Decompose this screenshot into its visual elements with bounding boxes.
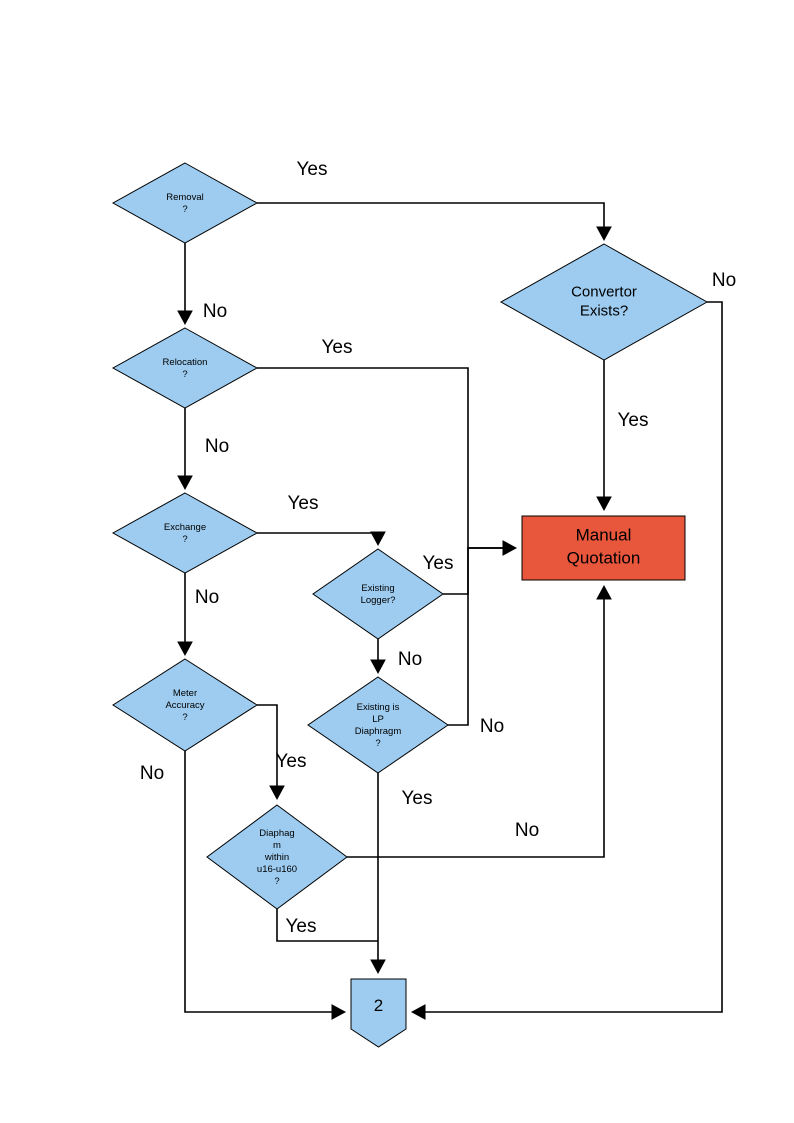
edge-relocation-yes [257, 367, 514, 549]
edge-label-diaphagm-no: No [515, 820, 539, 841]
arrowheads-layer [177, 226, 612, 1020]
process-shape-manual-quote [521, 515, 686, 581]
ah-relocation-mq [502, 540, 518, 556]
edge-label-accuracy-no: No [140, 763, 164, 784]
edge-label-lp-yes: Yes [402, 788, 433, 809]
ah-diaphagm-mq [596, 584, 612, 600]
edge-label-relocation-yes: Yes [322, 337, 353, 358]
ah-removal-yes [596, 226, 612, 242]
ah-convertor-c2 [410, 1004, 426, 1020]
decision-shape-existing-logger [312, 548, 444, 640]
node-label-exchange: Exchange? [164, 522, 206, 545]
edge-label-removal-no: No [203, 301, 227, 322]
node-relocation[interactable]: Relocation? [111, 327, 259, 409]
decision-shape-convertor [499, 243, 709, 361]
edge-label-relocation-no: No [205, 436, 229, 457]
ah-lp-yes [370, 959, 386, 975]
ah-accuracy-yes [269, 785, 285, 801]
edge-label-logger-yes: Yes [423, 553, 454, 574]
node-label-removal: Removal? [166, 192, 204, 215]
ah-removal-no [177, 310, 193, 326]
edge-label-logger-no: No [398, 649, 422, 670]
node-removal[interactable]: Removal? [111, 162, 259, 244]
edge-label-exchange-yes: Yes [288, 493, 319, 514]
edge-diaphagm-no [347, 588, 605, 858]
decision-shape-removal [111, 162, 259, 244]
edge-label-accuracy-yes: Yes [276, 751, 307, 772]
edge-label-exchange-no: No [195, 587, 219, 608]
node-label-relocation: Relocation? [163, 357, 208, 380]
decision-shape-relocation [111, 327, 259, 409]
edge-exchange-yes [257, 532, 379, 543]
edge-label-removal-yes: Yes [297, 159, 328, 180]
edge-label-diaphagm-yes: Yes [286, 916, 317, 937]
edge-label-convertor-yes: Yes [618, 410, 649, 431]
decision-shape-diaphagm-range [206, 804, 348, 910]
decision-shape-meter-accuracy [112, 658, 258, 752]
edge-accuracy-yes [257, 704, 278, 797]
ah-convertor-yes [596, 496, 612, 512]
edge-accuracy-no [184, 751, 343, 1013]
edge-diaphagm-yes [276, 909, 378, 942]
connector-shape-connector-2 [350, 978, 407, 1048]
ah-logger-no [370, 659, 386, 675]
ah-exchange-no [177, 641, 193, 657]
ah-accuracy-c2 [331, 1004, 347, 1020]
ah-relocation-no [177, 475, 193, 491]
edge-label-convertor-no: No [712, 270, 736, 291]
node-label-connector-2: 2 [374, 996, 383, 1015]
edge-convertor-no [414, 301, 723, 1013]
ah-exchange-yes [370, 531, 386, 547]
node-exchange[interactable]: Exchange? [111, 492, 259, 574]
decision-shape-existing-lp [307, 676, 449, 774]
decision-shape-exchange [111, 492, 259, 574]
edge-label-lp-no: No [480, 716, 504, 737]
node-connector-2[interactable]: 2 [350, 978, 407, 1048]
edges-layer [184, 202, 723, 1013]
edge-lp-no [448, 547, 514, 726]
edge-removal-yes [257, 202, 605, 238]
